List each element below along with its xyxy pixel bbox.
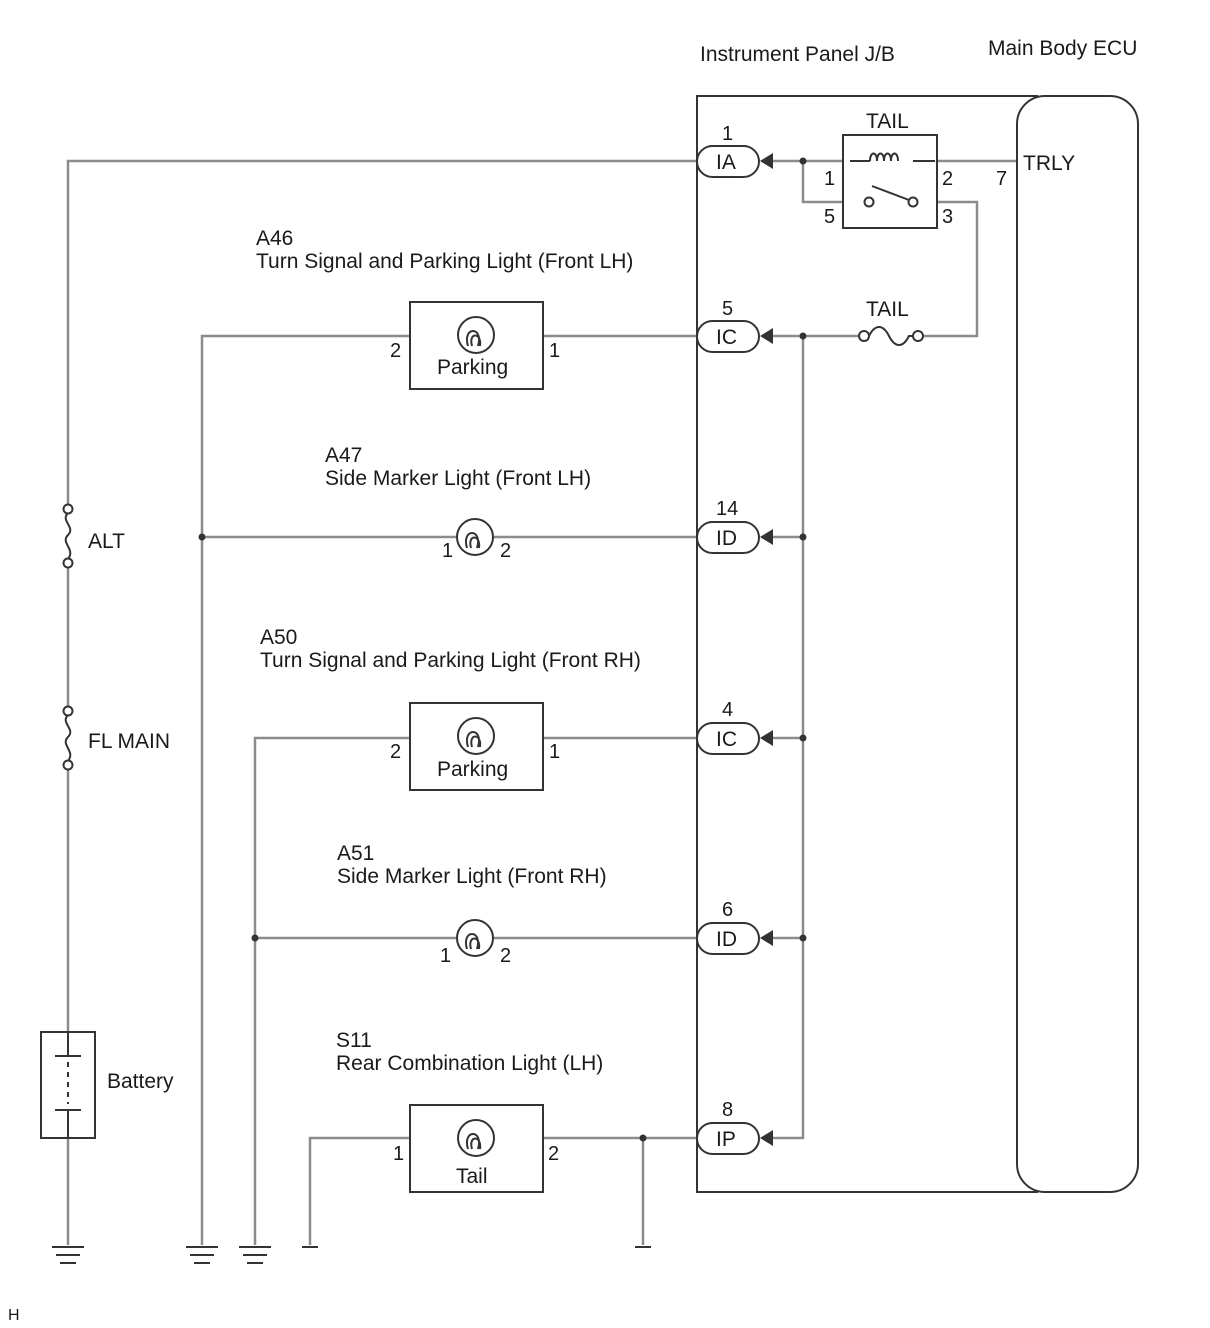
connector-code-ic-5: IC xyxy=(716,326,737,349)
junction-block-title: Instrument Panel J/B xyxy=(700,43,895,66)
a46-code: A46 xyxy=(256,227,293,250)
a51-pin-left: 1 xyxy=(440,945,451,967)
connector-code-ip-8: IP xyxy=(716,1128,736,1151)
tail-fuse-icon xyxy=(858,326,924,346)
a47-bulb-icon xyxy=(456,518,494,556)
tail-fuse-label: TAIL xyxy=(866,298,909,321)
a50-name: Turn Signal and Parking Light (Front RH) xyxy=(260,649,641,672)
s11-bulb-icon xyxy=(457,1119,495,1157)
a50-pin-left: 2 xyxy=(390,741,401,763)
a47-pin-left: 1 xyxy=(442,540,453,562)
connector-ic-5 xyxy=(696,320,773,353)
a50-pin-right: 1 xyxy=(549,741,560,763)
connector-id-14 xyxy=(696,521,773,554)
battery-label: Battery xyxy=(107,1070,174,1093)
wires xyxy=(66,159,1017,1245)
relay-pin-5: 5 xyxy=(824,206,835,228)
a51-pin-right: 2 xyxy=(500,945,511,967)
relay-label: TAIL xyxy=(866,110,909,133)
ground-icons xyxy=(52,1246,651,1264)
relay-pin-1: 1 xyxy=(824,168,835,190)
relay-pin-3: 3 xyxy=(942,206,953,228)
tail-relay xyxy=(842,134,938,229)
corner-mark: H xyxy=(8,1307,20,1324)
connector-pin-8: 8 xyxy=(722,1099,733,1121)
fl-main-fuse-label: FL MAIN xyxy=(88,730,170,753)
junction-block-box xyxy=(696,95,1038,1193)
alt-fuse-icon xyxy=(62,503,74,569)
a46-label: Parking xyxy=(437,356,508,379)
connector-pin-5: 5 xyxy=(722,298,733,320)
a50-code: A50 xyxy=(260,626,297,649)
a46-pin-left: 2 xyxy=(390,340,401,362)
s11-name: Rear Combination Light (LH) xyxy=(336,1052,603,1075)
connector-pin-4: 4 xyxy=(722,699,733,721)
s11-label: Tail xyxy=(456,1165,488,1188)
connector-pin-1: 1 xyxy=(722,123,733,145)
connector-code-id-14: ID xyxy=(716,527,737,550)
connector-code-id-6: ID xyxy=(716,928,737,951)
connector-pin-14: 14 xyxy=(716,498,738,520)
a46-pin-right: 1 xyxy=(549,340,560,362)
connector-ia xyxy=(696,145,773,178)
relay-pin-2: 2 xyxy=(942,168,953,190)
a47-name: Side Marker Light (Front LH) xyxy=(325,467,591,490)
ecu-pin-7: 7 xyxy=(996,168,1007,190)
s11-pin-left: 1 xyxy=(393,1143,404,1165)
a46-name: Turn Signal and Parking Light (Front LH) xyxy=(256,250,633,273)
connector-code-ia: IA xyxy=(716,151,736,174)
battery-icon xyxy=(40,1031,96,1139)
a47-pin-right: 2 xyxy=(500,540,511,562)
a50-bulb-icon xyxy=(457,717,495,755)
a51-bulb-icon xyxy=(456,919,494,957)
fl-main-fuse-icon xyxy=(62,705,74,771)
junction-dots xyxy=(198,157,807,1142)
connector-ip-8 xyxy=(696,1122,773,1155)
alt-fuse-label: ALT xyxy=(88,530,125,553)
a47-code: A47 xyxy=(325,444,362,467)
s11-pin-right: 2 xyxy=(548,1143,559,1165)
ecu-terminal-trly: TRLY xyxy=(1023,152,1075,175)
connector-id-6 xyxy=(696,922,773,955)
connector-ic-4 xyxy=(696,722,773,755)
a51-code: A51 xyxy=(337,842,374,865)
a50-label: Parking xyxy=(437,758,508,781)
s11-code: S11 xyxy=(336,1029,372,1052)
connector-code-ic-4: IC xyxy=(716,728,737,751)
ecu-title: Main Body ECU xyxy=(988,37,1137,60)
a51-name: Side Marker Light (Front RH) xyxy=(337,865,607,888)
connector-pin-6: 6 xyxy=(722,899,733,921)
a46-bulb-icon xyxy=(457,316,495,354)
ecu-box xyxy=(1016,95,1139,1193)
